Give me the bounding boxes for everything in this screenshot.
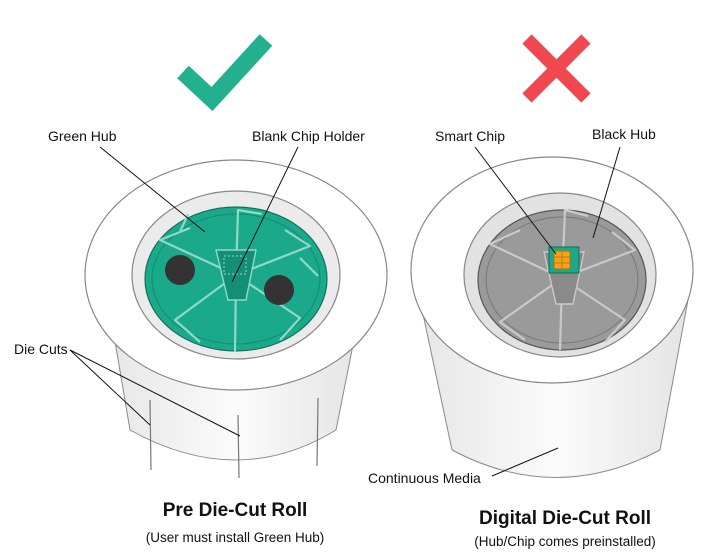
label-smart-chip: Smart Chip [435, 128, 506, 144]
black-hub [477, 208, 647, 351]
green-hub [144, 206, 328, 353]
hub-hole [264, 275, 294, 305]
right-subtitle: (Hub/Chip comes preinstalled) [474, 534, 656, 549]
label-continuous-media: Continuous Media [368, 470, 481, 486]
pre-die-cut-roll [69, 146, 388, 479]
left-title: Pre Die-Cut Roll [162, 500, 308, 521]
right-title: Digital Die-Cut Roll [478, 508, 652, 529]
digital-die-cut-roll [410, 146, 694, 478]
hub-hole [165, 255, 195, 285]
checkmark-icon [177, 34, 273, 112]
die-cut-line [316, 397, 319, 467]
label-die-cuts: Die Cuts [14, 341, 68, 357]
die-cut-line [237, 414, 240, 479]
die-cut-line [149, 399, 152, 471]
left-subtitle: (User must install Green Hub) [145, 530, 325, 545]
label-blank-chip-holder: Blank Chip Holder [252, 128, 365, 144]
x-mark-icon [522, 34, 591, 103]
label-black-hub: Black Hub [592, 126, 656, 142]
label-green-hub: Green Hub [48, 128, 117, 144]
